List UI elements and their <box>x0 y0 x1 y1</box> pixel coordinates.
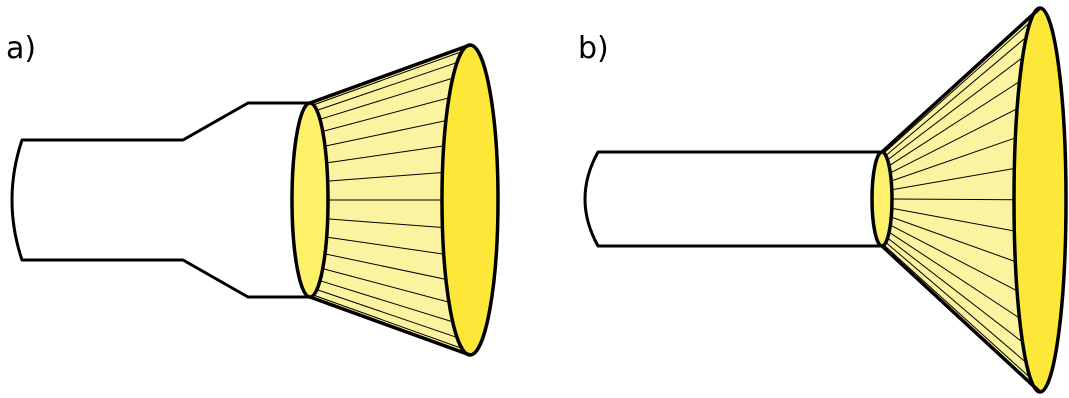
panel-b-cone-line <box>883 11 1043 154</box>
panel-b-barrel <box>583 150 884 248</box>
panel-b-beam-cone <box>882 8 1040 392</box>
panel-a-cone-inner-rim <box>290 101 330 299</box>
panel-b-label: b) <box>578 31 609 66</box>
panel-b-cone-outline <box>880 6 1042 394</box>
panel-a-cone-line <box>313 47 473 106</box>
panel-b-mouth-rim <box>1012 6 1068 394</box>
panel-a-cone-line <box>319 280 476 330</box>
panel-a-cone-line <box>316 56 474 111</box>
panel-a-cone-line <box>319 70 476 120</box>
panel-a-cone-outline <box>309 43 471 357</box>
panel-a-mouth-rim <box>440 43 500 357</box>
panel-b-cone-inner-ellipse <box>872 152 892 246</box>
panel-a-cone-line <box>316 289 474 344</box>
panel-b-cone-inner-rim <box>870 150 894 248</box>
panel-b-cone-line <box>887 237 1046 360</box>
panel-a-beam-mouth <box>442 45 498 355</box>
panel-a-cone-line <box>313 294 473 353</box>
panel-a-barrel <box>10 101 312 299</box>
panel-b: b) <box>578 6 1068 394</box>
panel-b-cone-line <box>885 242 1044 378</box>
panel-b-cone-line <box>887 40 1046 161</box>
panel-a-cone-inner-ellipse <box>292 103 328 297</box>
panel-a: a) <box>6 31 500 357</box>
panel-b-cone-line <box>885 22 1044 156</box>
panel-a-label: a) <box>6 31 36 66</box>
panel-b-cone-line <box>883 244 1043 389</box>
panel-b-beam-mouth <box>1014 8 1066 392</box>
